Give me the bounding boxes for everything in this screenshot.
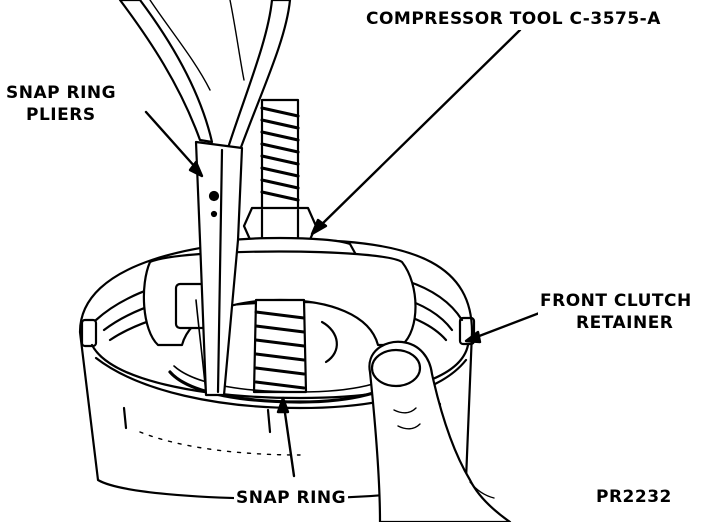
front-clutch-retainer-label-line-2: RETAINER: [576, 313, 674, 333]
figure-id: PR2232: [594, 486, 674, 508]
front-clutch-retainer-label-line-1: FRONT CLUTCH: [540, 291, 692, 311]
compressor-tool-label: COMPRESSOR TOOL C-3575-A: [364, 8, 663, 30]
compressor-tool-label-line: COMPRESSOR TOOL C-3575-A: [366, 9, 661, 29]
snap-ring-pliers-label-line-1: SNAP RING: [6, 83, 117, 103]
snap-ring-pliers-label-line-2: PLIERS: [26, 105, 96, 125]
snap-ring-label-line: SNAP RING: [236, 488, 347, 508]
snap-ring-label: SNAP RING: [234, 487, 349, 509]
technician-hand: [368, 340, 512, 522]
snap-ring-pliers: [118, 0, 292, 397]
leader-lines: [144, 28, 544, 478]
figure-id-text: PR2232: [596, 487, 672, 507]
snap-ring-pliers-label: SNAP RING PLIERS: [4, 82, 119, 126]
front-clutch-retainer-label: FRONT CLUTCH RETAINER: [538, 290, 694, 334]
